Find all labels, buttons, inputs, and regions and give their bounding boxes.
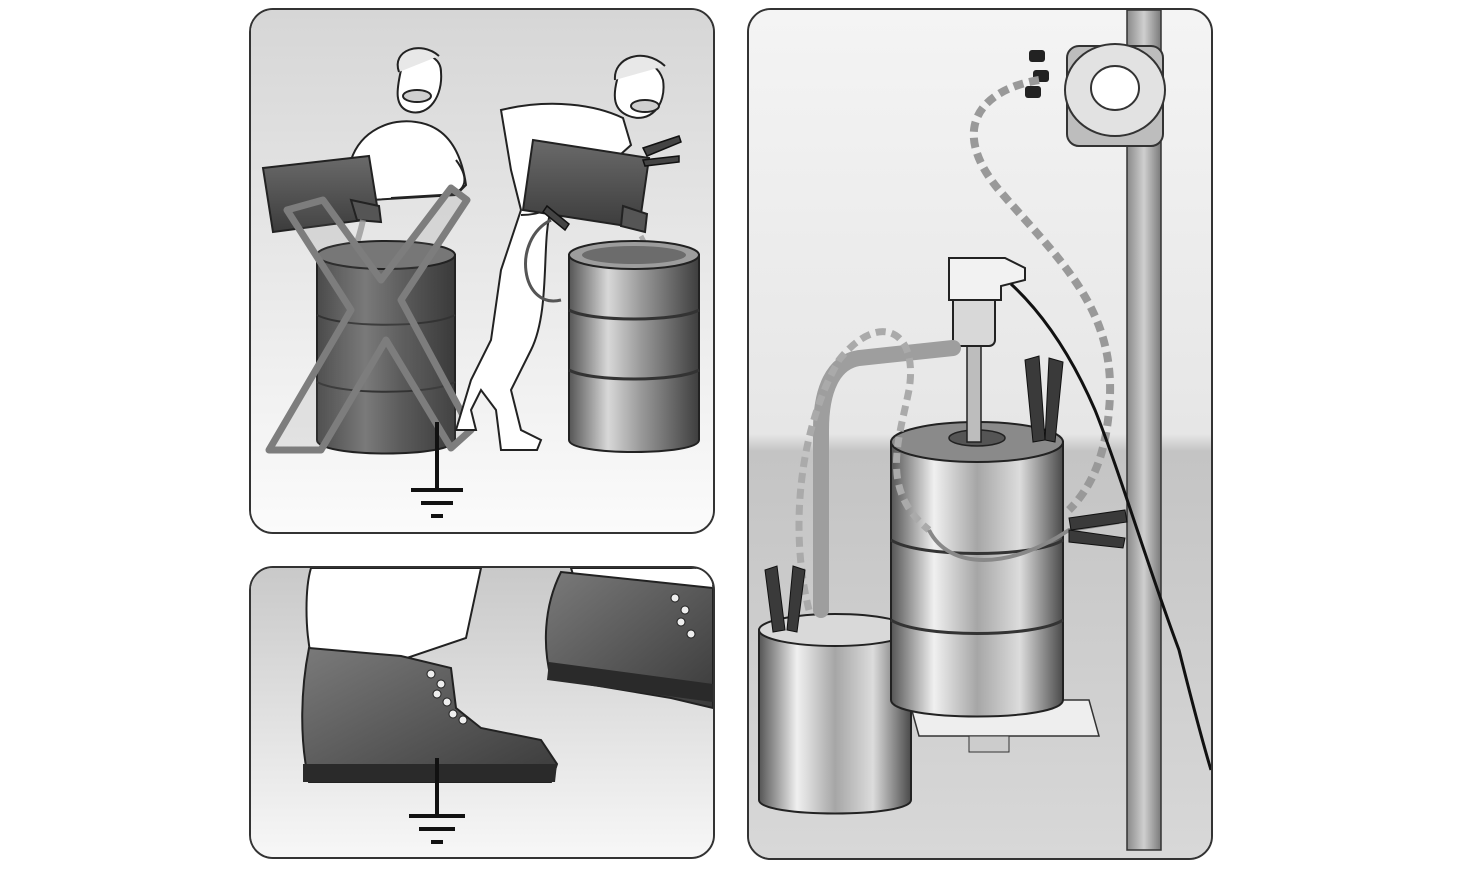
drum-pump-illustration [749,10,1211,858]
pouring-illustration [251,10,713,532]
panel-footwear [249,566,715,859]
can-right [521,138,651,234]
bonding-cable-1 [969,76,1115,513]
drum-main [890,421,1064,718]
grounding-pole [1126,10,1162,851]
clamp-icon [541,135,682,232]
worker-left [349,47,468,202]
worker-right [454,54,666,451]
bucket [758,613,912,815]
clamp-icon [764,355,1128,633]
trouser-left [305,568,483,662]
ground-wire [927,520,1120,562]
ground-symbol-icon [409,758,465,844]
boot-front [301,646,559,783]
panel-drum-pump [747,8,1213,860]
clamp-icon [1025,50,1049,98]
bonding-cable-2 [795,328,932,611]
panel-pouring [249,8,715,534]
ground-symbol-icon [411,422,463,518]
cable-reel-icon [1064,43,1166,147]
discharge-hose [813,340,961,618]
drum-right [568,240,700,453]
drum-pump [948,257,1026,443]
boot-back [544,570,713,710]
footwear-illustration [251,568,713,857]
power-cord [1009,282,1211,771]
